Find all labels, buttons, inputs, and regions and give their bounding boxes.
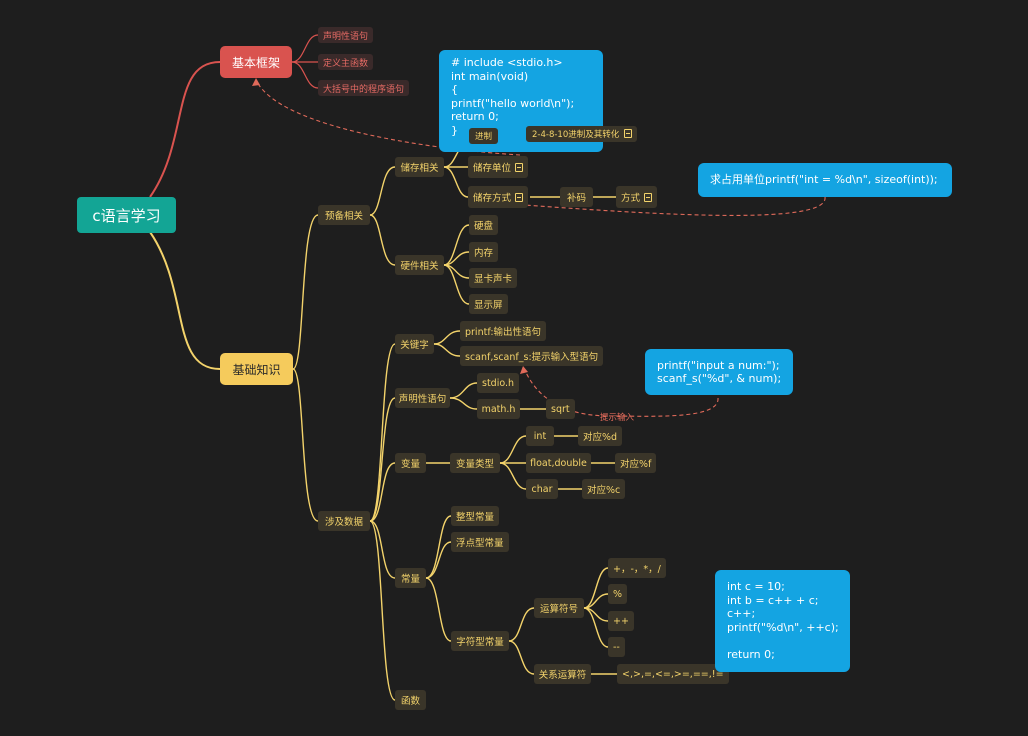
node-hardware[interactable]: 硬件相关 <box>395 255 444 275</box>
node-memory[interactable]: 内存 <box>469 242 499 262</box>
note-icon <box>644 192 653 202</box>
note-icon <box>515 162 524 172</box>
node-variable-type[interactable]: 变量类型 <box>450 453 500 473</box>
node-fmt-c[interactable]: 对应%c <box>582 479 626 499</box>
node-storage-unit[interactable]: 储存单位 <box>468 156 529 178</box>
node-prep[interactable]: 预备相关 <box>318 205 370 225</box>
node-float-constant[interactable]: 浮点型常量 <box>451 532 509 552</box>
tag-base-conversion-label: 2-4-8-10进制及其转化 <box>532 130 620 140</box>
node-fmt-f[interactable]: 对应%f <box>615 453 657 473</box>
node-type-char[interactable]: char <box>526 479 558 499</box>
branch-basic-frame[interactable]: 基本框架 <box>220 46 292 78</box>
node-math[interactable]: math.h <box>477 399 520 419</box>
node-keywords[interactable]: 关键字 <box>395 334 434 354</box>
node-char-constant[interactable]: 字符型常量 <box>451 631 509 651</box>
node-constant[interactable]: 常量 <box>395 568 426 588</box>
node-gpu-soundcard[interactable]: 显卡声卡 <box>469 268 518 288</box>
branch-basic-knowledge[interactable]: 基础知识 <box>220 353 293 385</box>
node-brace-statements[interactable]: 大括号中的程序语句 <box>318 80 410 96</box>
note-icon <box>624 129 633 138</box>
note-sizeof[interactable]: 求占用单位printf("int = %d\n", sizeof(int)); <box>698 163 952 197</box>
node-relational[interactable]: 关系运算符 <box>534 664 591 684</box>
node-data[interactable]: 涉及数据 <box>318 511 370 531</box>
node-scanf[interactable]: scanf,scanf_s:提示输入型语句 <box>460 346 604 366</box>
node-op-inc[interactable]: ++ <box>608 611 634 631</box>
node-display[interactable]: 显示屏 <box>469 294 508 314</box>
node-type-float-double[interactable]: float,double <box>526 453 591 473</box>
node-stdio[interactable]: stdio.h <box>477 373 520 393</box>
way-label: 方式 <box>621 193 641 204</box>
node-declaration-statement[interactable]: 声明性语句 <box>318 27 374 43</box>
node-fmt-d[interactable]: 对应%d <box>578 426 623 446</box>
tag-base[interactable]: 进制 <box>469 128 499 144</box>
node-operators[interactable]: 运算符号 <box>534 598 584 618</box>
node-complement[interactable]: 补码 <box>560 187 593 207</box>
node-harddisk[interactable]: 硬盘 <box>469 215 499 235</box>
root-node[interactable]: c语言学习 <box>77 197 176 233</box>
node-printf[interactable]: printf:输出性语句 <box>460 321 547 341</box>
node-sqrt[interactable]: sqrt <box>546 399 575 419</box>
note-increment[interactable]: int c = 10; int b = c++ + c; c++; printf… <box>715 570 850 672</box>
note-scanf[interactable]: printf("input a num:"); scanf_s("%d", & … <box>645 349 793 395</box>
node-storage-method[interactable]: 储存方式 <box>468 186 529 208</box>
node-op-dec[interactable]: -- <box>608 637 625 657</box>
tag-base-conversion[interactable]: 2-4-8-10进制及其转化 <box>526 126 638 142</box>
storage-method-label: 储存方式 <box>473 193 512 204</box>
node-op-mod[interactable]: % <box>608 584 628 604</box>
node-way[interactable]: 方式 <box>616 186 658 208</box>
note-icon <box>515 192 524 202</box>
node-variable[interactable]: 变量 <box>395 453 426 473</box>
node-declare[interactable]: 声明性语句 <box>395 388 450 408</box>
node-define-main[interactable]: 定义主函数 <box>318 54 374 70</box>
node-storage[interactable]: 储存相关 <box>395 157 444 177</box>
node-function[interactable]: 函数 <box>395 690 426 710</box>
node-integer-constant[interactable]: 整型常量 <box>451 506 500 526</box>
node-op-arith[interactable]: +，-，*，/ <box>608 558 666 578</box>
node-relational-ops[interactable]: <,>,=,<=,>=,==,!= <box>617 664 729 684</box>
storage-unit-label: 储存单位 <box>473 163 512 174</box>
scanf-relation-label: 提示输入 <box>600 413 635 423</box>
node-type-int[interactable]: int <box>526 426 554 446</box>
